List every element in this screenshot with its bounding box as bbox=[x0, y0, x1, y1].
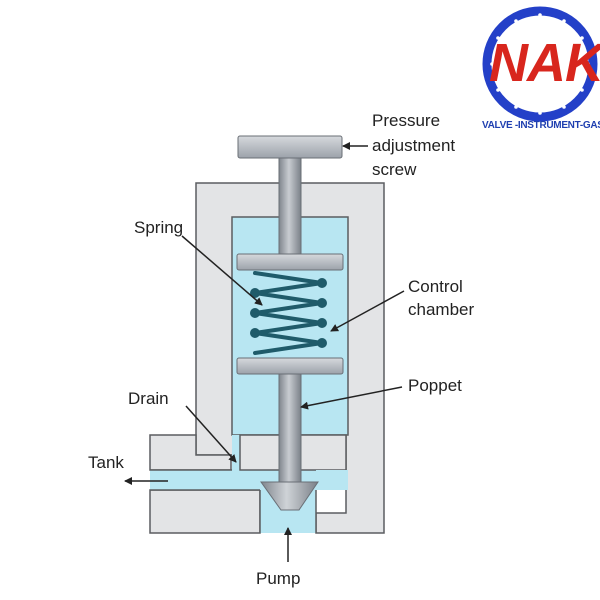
seat-ledge bbox=[316, 470, 348, 490]
label-pressure-line-2: adjustment bbox=[372, 136, 456, 155]
spring-arrow bbox=[181, 235, 263, 306]
label-pump: Pump bbox=[256, 569, 301, 588]
label-pressure-line-1: Pressure bbox=[372, 111, 441, 130]
nak-logo-tagline: VALVE -INSTRUMENT-GASKET bbox=[482, 120, 600, 131]
label-poppet: Poppet bbox=[408, 376, 462, 395]
lower-spring-plate bbox=[236, 357, 344, 375]
label-spring: Spring bbox=[134, 218, 184, 237]
adjustment-screw-head bbox=[237, 135, 343, 159]
nak-logo-text: NAK bbox=[489, 33, 600, 93]
control-chamber-arrow bbox=[330, 290, 405, 332]
spring-coil-ends bbox=[250, 278, 327, 348]
poppet-cone bbox=[260, 481, 319, 511]
adjustment-screw-stem bbox=[278, 157, 302, 257]
poppet-arrow bbox=[300, 386, 403, 410]
label-drain: Drain bbox=[128, 389, 169, 408]
drain-channel-fluid bbox=[232, 435, 242, 471]
poppet-stem bbox=[278, 373, 302, 483]
lower-left-block bbox=[149, 489, 261, 534]
label-control-line-1: Control bbox=[408, 277, 463, 296]
upper-spring-plate bbox=[236, 253, 344, 271]
nak-logo-ring bbox=[482, 6, 598, 122]
label-pressure-line-3: screw bbox=[372, 160, 417, 179]
drain-arrow bbox=[185, 405, 237, 463]
label-control-line-2: chamber bbox=[408, 300, 475, 319]
label-tank: Tank bbox=[88, 453, 124, 472]
